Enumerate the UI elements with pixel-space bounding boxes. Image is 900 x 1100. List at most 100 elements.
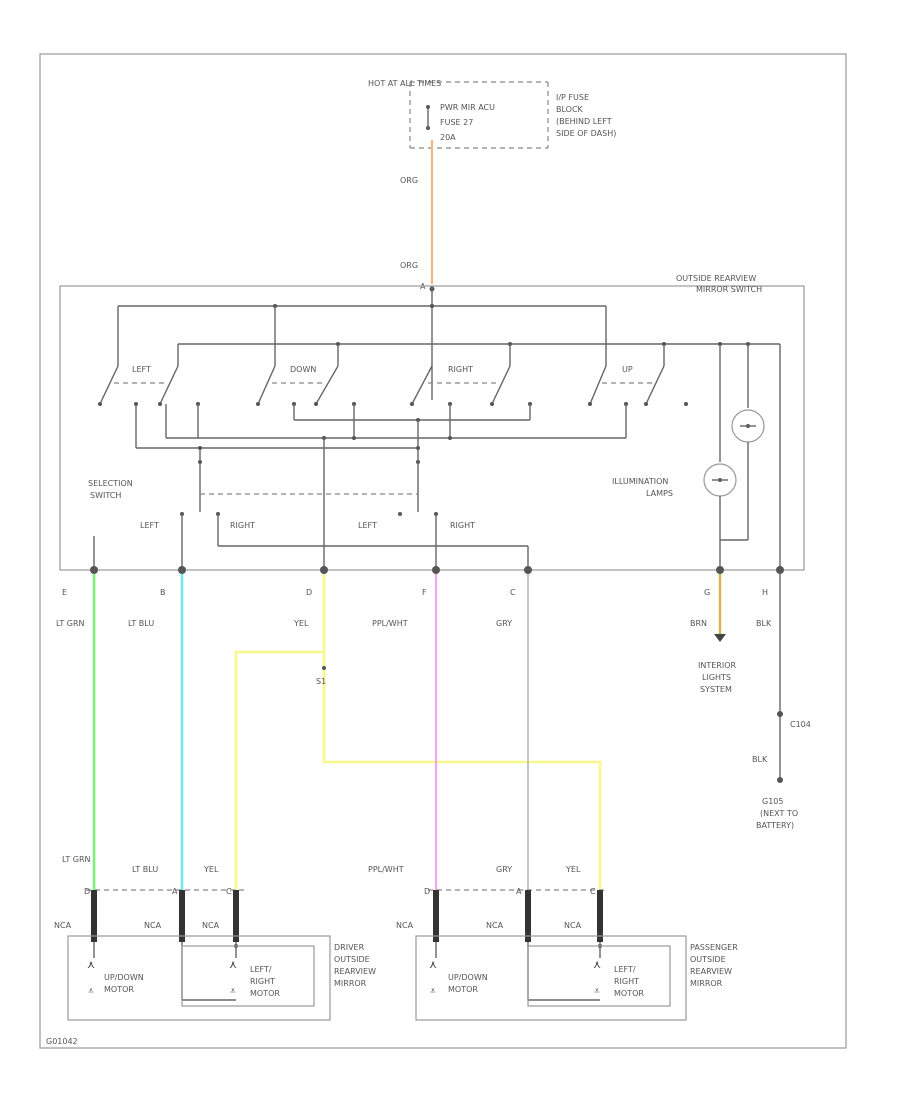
pass-motor-sym-2: ⩡: [594, 986, 600, 997]
wire-label-ltgrn-1: LT GRN: [56, 619, 85, 628]
wire-label-gry: GRY: [496, 619, 512, 628]
pin-e: E: [62, 588, 67, 597]
illum-label-1: ILLUMINATION: [612, 477, 668, 486]
pass-updown-1: UP/DOWN: [448, 973, 488, 982]
pass-title-2: OUTSIDE: [690, 955, 726, 964]
ground-wire: BLK: [752, 755, 768, 764]
colored-wires: [92, 574, 781, 890]
wire-yel-driver: [234, 650, 324, 890]
driver-title-3: REARVIEW: [334, 967, 376, 976]
driver-pin-1: D: [84, 887, 90, 896]
switch-pos-down: DOWN: [290, 365, 316, 374]
wire-label-blk: BLK: [756, 619, 772, 628]
fuse-line-1: PWR MIR ACU: [440, 103, 495, 112]
pass-motor-icon-1: ⋏: [429, 958, 437, 971]
driver-lr-2: RIGHT: [250, 977, 275, 986]
fuse-note-1: I/P FUSE: [556, 93, 589, 102]
switch-pos-right: RIGHT: [448, 365, 473, 374]
fuse-hot-label: HOT AT ALL TIMES: [368, 79, 441, 88]
wire-label-ltblu: LT BLU: [128, 619, 154, 628]
fuse-line-2: FUSE 27: [440, 118, 473, 127]
driver-wire-2: LT BLU: [132, 865, 158, 874]
driver-updown-1: UP/DOWN: [104, 973, 144, 982]
driver-lr-motor-box: [181, 945, 315, 1007]
driver-conn-1: NCA: [54, 921, 72, 930]
splice-label: S1: [316, 677, 326, 686]
ground-label-2: (NEXT TO: [760, 809, 798, 818]
switch-internal-wiring: [93, 289, 781, 570]
fuse-note-4: SIDE OF DASH): [556, 129, 616, 138]
wire-org-label-upper: ORG: [400, 176, 418, 185]
pass-title-4: MIRROR: [690, 979, 723, 988]
switch-title-1: OUTSIDE REARVIEW: [676, 274, 756, 283]
driver-updown-2: MOTOR: [104, 985, 134, 994]
ground-label-3: BATTERY): [756, 821, 794, 830]
fuse-line-3: 20A: [440, 133, 456, 142]
sel-left-1: LEFT: [140, 521, 159, 530]
selection-switch-1: SELECTION: [88, 479, 133, 488]
fuse-note-3: (BEHIND LEFT: [556, 117, 612, 126]
interior-1: INTERIOR: [698, 661, 737, 670]
pass-motor-sym-1: ⩡: [430, 986, 436, 997]
pin-d: D: [306, 588, 312, 597]
switch-pos-left: LEFT: [132, 365, 151, 374]
fuse-block: HOT AT ALL TIMES PWR MIR ACU FUSE 27 20A…: [368, 79, 616, 149]
fuse-note-2: BLOCK: [556, 105, 584, 114]
driver-wire-3: YEL: [203, 865, 219, 874]
pass-motor-icon-2: ⋏: [593, 958, 601, 971]
pass-wire-2: GRY: [496, 865, 512, 874]
driver-pin-2: A: [172, 887, 178, 896]
pin-b: B: [160, 588, 166, 597]
switch-pos-up: UP: [622, 365, 633, 374]
pin-g: G: [704, 588, 710, 597]
driver-pin-3: C: [226, 887, 232, 896]
pass-pin-1: D: [424, 887, 430, 896]
pass-conn-3: NCA: [564, 921, 582, 930]
driver-motor-sym-1: ⩡: [88, 986, 94, 997]
pass-title-1: PASSENGER: [690, 943, 738, 952]
pass-lr-1: LEFT/: [614, 965, 636, 974]
passenger-mirror-box: [415, 935, 687, 1021]
driver-title-4: MIRROR: [334, 979, 367, 988]
pass-lr-3: MOTOR: [614, 989, 644, 998]
pass-title-3: REARVIEW: [690, 967, 732, 976]
pass-wire-1: PPL/WHT: [368, 865, 404, 874]
pin-h: H: [762, 588, 768, 597]
driver-lr-1: LEFT/: [250, 965, 272, 974]
sel-right-2: RIGHT: [450, 521, 475, 530]
diagram-frame: [39, 53, 847, 1049]
driver-title-1: DRIVER: [334, 943, 365, 952]
pass-lr-2: RIGHT: [614, 977, 639, 986]
selection-switch-2: SWITCH: [90, 491, 121, 500]
driver-lr-3: MOTOR: [250, 989, 280, 998]
driver-conn-3: NCA: [202, 921, 220, 930]
sel-left-2: LEFT: [358, 521, 377, 530]
footer-code: G01042: [46, 1037, 78, 1046]
driver-wire-1: LT GRN: [62, 855, 91, 864]
driver-motor-sym-2: ⩡: [230, 986, 236, 997]
illum-label-2: LAMPS: [646, 489, 673, 498]
switch-pins: [90, 566, 784, 574]
driver-conn-2: NCA: [144, 921, 162, 930]
interior-3: SYSTEM: [700, 685, 732, 694]
wire-yel-main: [322, 574, 602, 890]
pass-conn-2: NCA: [486, 921, 504, 930]
sel-right-1: RIGHT: [230, 521, 255, 530]
driver-motor-icon-2: ⋏: [229, 958, 237, 971]
pass-lr-motor-box: [527, 945, 671, 1007]
interior-2: LIGHTS: [702, 673, 731, 682]
pin-f: F: [422, 588, 427, 597]
driver-title-2: OUTSIDE: [334, 955, 370, 964]
pass-pin-3: C: [590, 887, 596, 896]
wire-label-brn: BRN: [690, 619, 707, 628]
driver-mirror-box: [67, 935, 331, 1021]
pass-pin-2: A: [516, 887, 522, 896]
ground-label-1: G105: [762, 797, 783, 806]
wire-org-label-lower: ORG: [400, 261, 418, 270]
switch-title-2: MIRROR SWITCH: [696, 285, 762, 294]
arrow-interior-icon: [714, 634, 726, 642]
wire-label-yel: YEL: [293, 619, 309, 628]
wire-label-pplwht: PPL/WHT: [372, 619, 408, 628]
pass-conn-1: NCA: [396, 921, 414, 930]
